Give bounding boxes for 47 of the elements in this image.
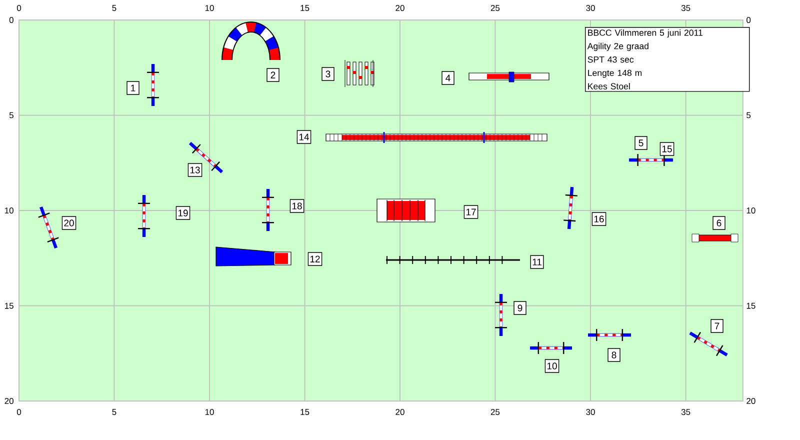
callout-number: 8: [608, 348, 620, 362]
axis-tick-label: 30: [586, 5, 595, 11]
axis-tick-label: 10: [205, 409, 214, 415]
axis-tick-label: 5: [746, 112, 751, 118]
callout-number: 2: [266, 68, 280, 82]
callout-number: 14: [296, 130, 312, 144]
callout-number: 17: [464, 205, 478, 219]
callout-number: 13: [188, 163, 202, 177]
callout-number: 16: [592, 212, 606, 226]
axis-tick-label: 5: [9, 112, 14, 118]
callout-number: 19: [176, 206, 190, 220]
axis-tick-label: 0: [746, 17, 751, 23]
axis-tick-label: 5: [112, 5, 116, 11]
axis-tick-label: 35: [681, 5, 690, 11]
callout-number: 4: [442, 71, 454, 85]
callout-number: 18: [290, 199, 304, 213]
callout-number: 10: [544, 359, 560, 373]
callout-number: 7: [710, 319, 724, 333]
axis-tick-label: 0: [16, 409, 22, 415]
axis-tick-label: 25: [490, 5, 500, 11]
axis-tick-label: 35: [681, 409, 690, 415]
axis-tick-label: 20: [396, 5, 404, 11]
callout-number: 9: [514, 301, 526, 315]
callout-number: 6: [712, 216, 726, 230]
callout-number: 15: [660, 142, 674, 156]
axis-tick-label: 10: [205, 5, 214, 11]
axis-tick-label: 15: [5, 302, 14, 309]
axis-tick-label: 20: [4, 398, 14, 404]
callout-number: 12: [308, 252, 322, 266]
axis-tick-label: 5: [112, 409, 116, 415]
axis-tick-label: 15: [746, 302, 756, 309]
axis-tick-label: 10: [5, 208, 14, 214]
callout-number: 1: [126, 81, 140, 95]
callout-number: 3: [322, 67, 334, 81]
axis-tick-label: 15: [300, 5, 310, 11]
axis-tick-label: 30: [586, 409, 595, 415]
callout-number: 11: [530, 255, 544, 269]
info-box: BBCC Vilmmeren 5 juni 2011 Agility 2e graad SPT 43 sec Lengte 148 m Kees Stoel: [585, 27, 750, 92]
axis-tick-label: 10: [746, 208, 756, 214]
axis-tick-label: 20: [746, 398, 756, 404]
axis-tick-label: 15: [300, 409, 310, 415]
axis-tick-label: 25: [490, 409, 500, 415]
callout-number: 20: [62, 216, 76, 230]
axis-tick-label: 0: [9, 17, 14, 23]
axis-tick-label: 0: [16, 5, 22, 11]
axis-tick-label: 20: [396, 409, 404, 415]
callout-number: 5: [634, 136, 648, 150]
